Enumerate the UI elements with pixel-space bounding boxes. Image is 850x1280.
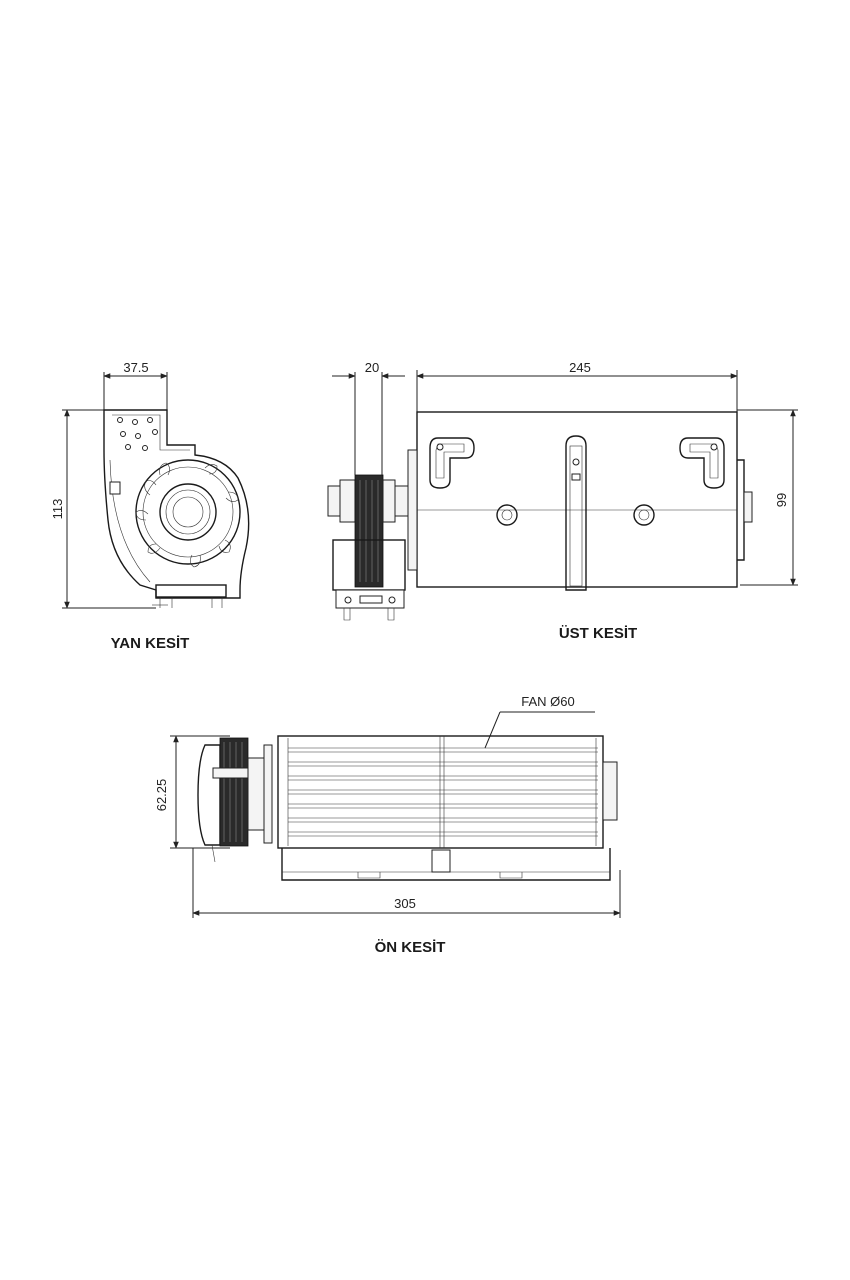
top-dim-length-label: 245 [569,360,591,375]
side-dim-height: 113 [50,409,156,609]
side-rotor-outline [135,459,241,565]
side-dim-width-label: 37.5 [123,360,148,375]
side-view-title: YAN KESİT [111,635,190,652]
top-dim-motor-label: 20 [365,360,379,375]
side-dim-height-label: 113 [50,499,65,520]
side-housing [103,409,250,608]
top-motor [327,474,409,621]
fan-callout-label: FAN Ø60 [521,694,574,709]
top-view-title: ÜST KESİT [559,625,637,642]
fan-callout: FAN Ø60 [484,694,595,749]
top-dim-length: 245 [416,360,738,412]
top-dim-motor: 20 [332,360,405,475]
side-view: 37.5 113 [50,360,250,652]
front-view-title: ÖN KESİT [375,939,446,956]
front-dim-height: 62.25 [154,735,230,849]
front-dim-height-label: 62.25 [154,779,169,812]
side-dim-width: 37.5 [103,360,168,410]
top-view: 20 245 99 [327,360,798,642]
front-view: 62.25 305 FAN Ø60 [154,694,621,956]
front-motor [197,737,273,863]
front-fan-housing [277,735,618,881]
fan-blades [288,747,598,837]
top-housing [407,411,753,591]
top-dim-height: 99 [737,409,798,586]
front-dim-length-label: 305 [394,896,416,911]
front-dim-length: 305 [192,848,621,918]
top-dim-height-label: 99 [774,493,789,507]
